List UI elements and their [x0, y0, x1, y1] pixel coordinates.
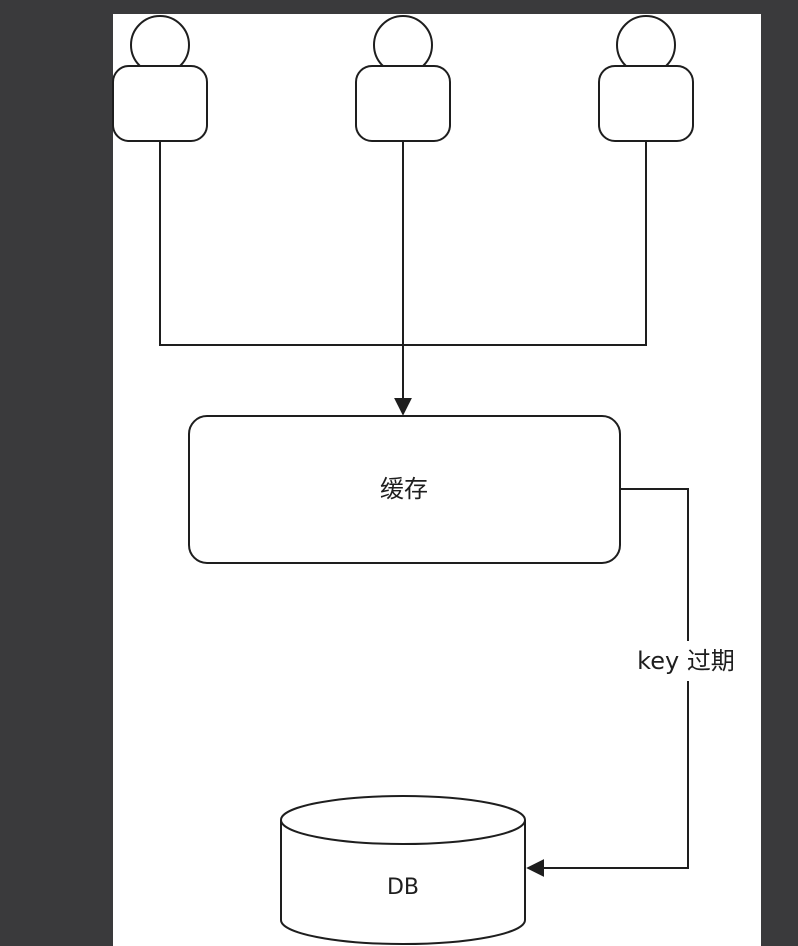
user-icon-1[interactable] [112, 15, 208, 142]
db-node[interactable]: DB [280, 795, 526, 945]
edge-user1-to-cache [159, 141, 403, 346]
edge-user3-to-cache [403, 141, 647, 346]
edge-label-bg [622, 641, 750, 681]
user-icon-3[interactable] [598, 15, 694, 142]
cache-node[interactable]: 缓存 [188, 415, 621, 564]
user-icon-2[interactable] [355, 15, 451, 142]
edge-label-key-expiry: key 过期 [637, 647, 735, 675]
cache-label: 缓存 [380, 475, 428, 503]
db-label: DB [387, 875, 419, 900]
